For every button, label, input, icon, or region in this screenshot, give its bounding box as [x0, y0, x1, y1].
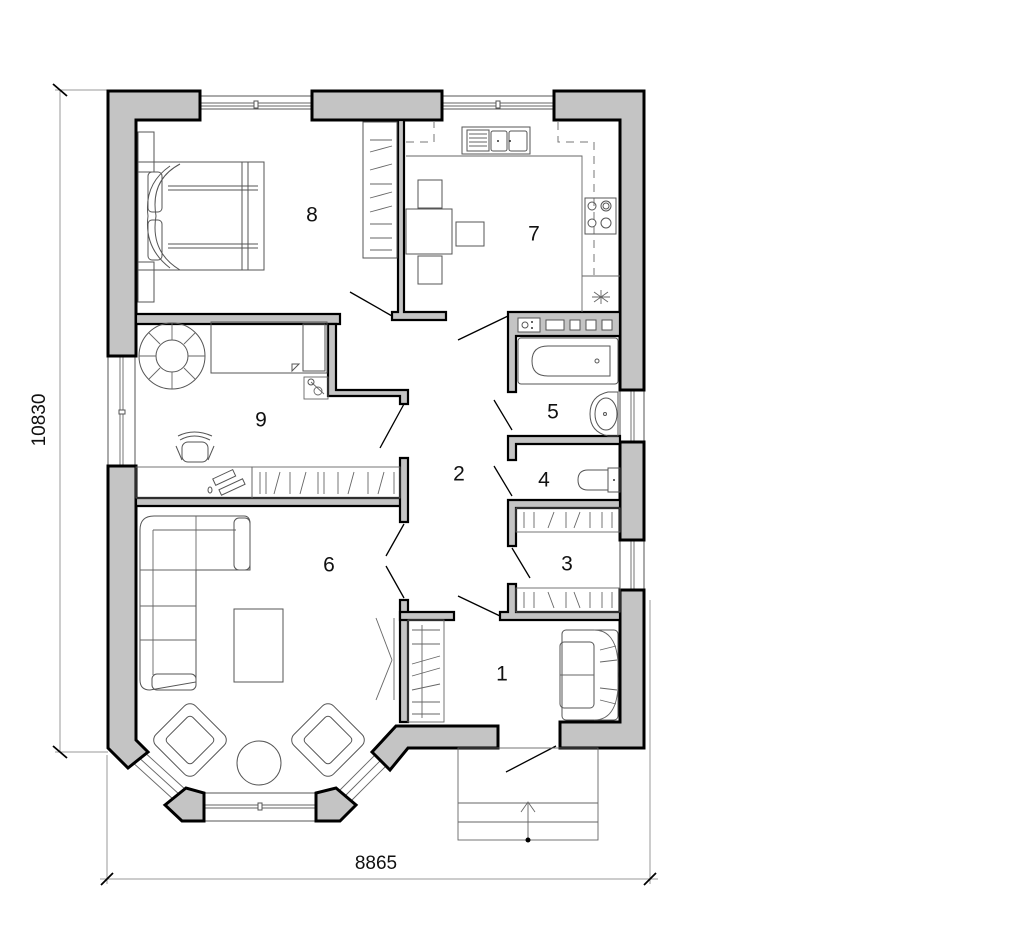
double-bed-icon [137, 161, 265, 271]
room-number-8: 8 [306, 204, 318, 227]
room-1-entrance-hall: 1 [407, 619, 619, 723]
room-number-5: 5 [547, 401, 559, 424]
room-number-3: 3 [561, 553, 573, 576]
room-number-4: 4 [538, 469, 550, 492]
sink-icon [461, 126, 531, 155]
toilet-icon [577, 467, 621, 493]
entrance-steps [457, 747, 599, 843]
room-number-9: 9 [255, 409, 267, 432]
windows [107, 95, 645, 822]
nightstand [137, 261, 155, 303]
washing-machine-icon [517, 317, 541, 333]
nightstand [137, 131, 155, 173]
round-table-icon [236, 740, 282, 786]
desk-icon [135, 466, 253, 499]
wardrobe-icon [407, 619, 445, 723]
wardrobe-icon [251, 466, 401, 499]
boiler-icon [545, 319, 613, 331]
dimension-width-label: 8865 [355, 853, 397, 874]
hob-icon [584, 197, 617, 235]
dimension-height-label: 10830 [29, 394, 50, 447]
room-4-toilet: 4 [538, 467, 621, 493]
asterisk-icon [592, 290, 610, 304]
doors [349, 291, 557, 773]
single-bed-icon [210, 321, 328, 374]
room-number-1: 1 [496, 663, 508, 686]
room-number-2: 2 [453, 463, 465, 486]
dimension-width: 8865 [100, 600, 658, 886]
room-6-living-room: 6 [139, 515, 365, 786]
office-chair-icon [175, 431, 215, 463]
room-3-walk-in-closet: 3 [515, 507, 621, 613]
room-8-bedroom: 8 [137, 121, 398, 303]
dimension-height: 10830 [29, 83, 108, 759]
washbasin-icon [589, 391, 619, 437]
corner-sofa-icon [139, 515, 251, 691]
wardrobe-icon [362, 121, 398, 259]
armchair-icon [153, 703, 227, 777]
coffee-table-icon [233, 608, 284, 683]
sofa-icon [559, 629, 619, 721]
exterior-walls [106, 89, 646, 823]
room-number-7: 7 [528, 223, 540, 246]
dining-table-icon [405, 179, 485, 285]
room-9-child-room: 9 [135, 321, 401, 499]
bathtub-icon [517, 337, 619, 385]
room-7-kitchen: 7 [405, 122, 620, 312]
room-number-6: 6 [323, 554, 335, 577]
room-5-bathroom: 5 [517, 317, 619, 437]
armchair-icon [291, 703, 365, 777]
arrow-up-icon [520, 801, 536, 813]
round-ottoman-icon [138, 322, 206, 390]
lamp-icon [303, 376, 329, 400]
